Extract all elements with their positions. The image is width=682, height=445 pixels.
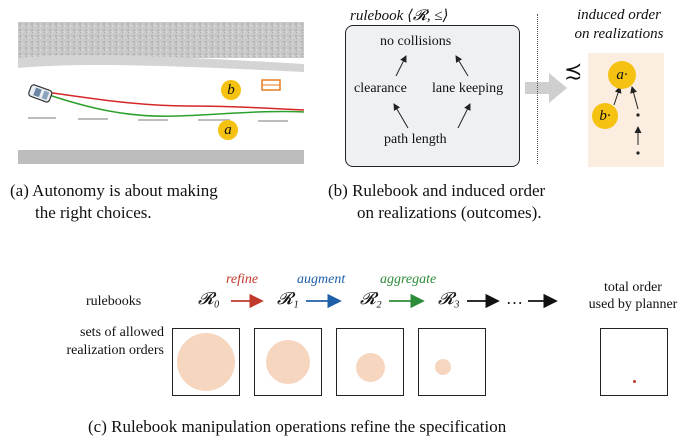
set-disk-1 xyxy=(266,340,310,384)
set-box-2 xyxy=(336,328,404,396)
rulebook-r1: 𝓡₁ xyxy=(277,289,299,308)
path-a-line xyxy=(45,93,305,118)
caption-b: (b) Rulebook and induced order on realiz… xyxy=(328,180,678,224)
row-label-sets-line2: realization orders xyxy=(66,343,164,358)
total-order-line2: used by planner xyxy=(588,297,678,312)
induces-arrow-icon xyxy=(525,73,567,103)
rule-no-collisions: no collisions xyxy=(380,34,452,49)
rule-lane-keeping: lane keeping xyxy=(432,81,504,96)
order-symbol: ≾ xyxy=(564,58,583,83)
caption-a-line1: (a) Autonomy is about making xyxy=(10,181,218,200)
op-augment: augment xyxy=(297,272,346,287)
set-box-0 xyxy=(172,328,240,396)
induced-node-b: b· xyxy=(592,103,618,129)
set-disk-3 xyxy=(435,359,451,375)
label-a: a xyxy=(218,120,238,140)
rulebook-r3: 𝓡₃ xyxy=(438,289,460,308)
induced-order-box: a· b· xyxy=(588,53,664,167)
road-scene-image xyxy=(18,22,305,164)
set-box-final xyxy=(600,328,668,396)
rulebook-title: rulebook ⟨𝓡, ≤⟩ xyxy=(350,8,449,24)
row-label-rulebooks: rulebooks xyxy=(86,294,142,309)
set-box-3 xyxy=(418,328,486,396)
induced-node-a: a· xyxy=(608,61,636,89)
rulebook-r0: 𝓡₀ xyxy=(198,289,220,308)
caption-b-line1: (b) Rulebook and induced order xyxy=(328,181,546,200)
induced-node-b-label: b xyxy=(599,108,607,124)
caption-a-line2: the right choices. xyxy=(35,203,152,222)
caption-c: (c) Rulebook manipulation operations ref… xyxy=(88,417,507,436)
row-label-sets-line1: sets of allowed xyxy=(80,325,164,340)
road-scene: b a xyxy=(18,22,305,164)
rule-path-length: path length xyxy=(384,132,447,147)
caption-a: (a) Autonomy is about making the right c… xyxy=(10,180,310,224)
set-disk-2 xyxy=(355,352,385,382)
op-refine: refine xyxy=(226,272,259,287)
op-aggregate: aggregate xyxy=(380,272,437,287)
rulebook-r2: 𝓡₂ xyxy=(360,289,382,308)
total-order-line1: total order xyxy=(604,280,662,295)
set-box-1 xyxy=(254,328,322,396)
ellipsis: … xyxy=(506,289,523,308)
induced-node-a-label: a xyxy=(616,67,624,83)
rulebook-box: no collisions clearance lane keeping pat… xyxy=(345,25,520,167)
dotted-separator xyxy=(537,14,538,164)
path-b-line xyxy=(45,91,305,111)
rule-clearance: clearance xyxy=(354,81,407,96)
caption-b-line2: on realizations (outcomes). xyxy=(357,203,542,222)
induced-order-graph xyxy=(613,86,642,155)
set-disk-final xyxy=(632,379,636,383)
total-order-label: total order used by planner xyxy=(578,279,682,313)
label-b: b xyxy=(221,80,241,100)
induced-title-line1: induced order xyxy=(576,7,661,23)
set-disk-0 xyxy=(177,333,235,391)
induced-title-line2: on realizations xyxy=(574,26,664,42)
row-label-sets: sets of allowed realization orders xyxy=(44,324,164,360)
operation-arrows xyxy=(231,293,558,309)
induced-title: induced order on realizations xyxy=(560,6,678,44)
car-icon xyxy=(28,84,53,103)
rule-arrows xyxy=(393,55,471,129)
